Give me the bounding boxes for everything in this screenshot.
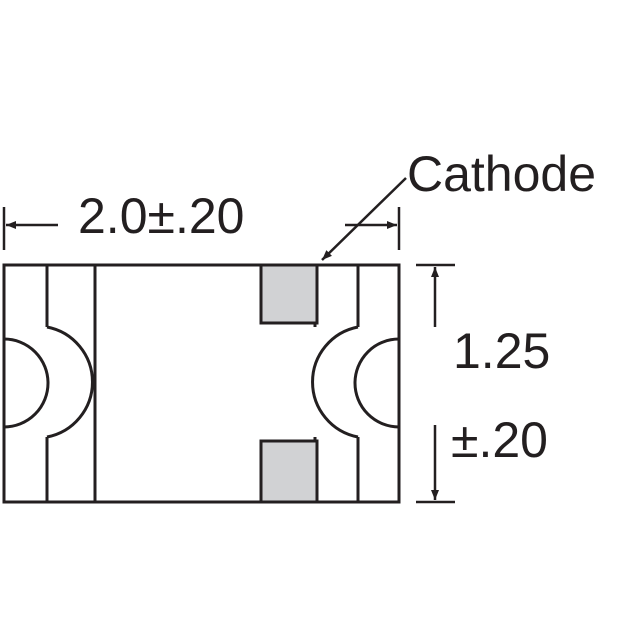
width-dimension-label: 2.0±.20 bbox=[78, 188, 244, 244]
right-inner-castellation bbox=[311, 325, 359, 439]
cathode-leader-line bbox=[321, 177, 407, 261]
height-dimension-label: 1.25 bbox=[453, 323, 550, 379]
left-castellation bbox=[3, 337, 50, 429]
left-inner-castellation bbox=[46, 325, 94, 439]
package-body bbox=[2, 263, 401, 504]
cathode-pad-bottom bbox=[259, 439, 319, 504]
width-dimension bbox=[2, 207, 401, 250]
cathode-label: Cathode bbox=[407, 146, 596, 202]
package-outline bbox=[2, 263, 401, 504]
height-tolerance-label: ±.20 bbox=[451, 412, 548, 468]
right-castellation bbox=[353, 337, 400, 429]
height-dimension bbox=[416, 263, 455, 504]
cathode-pad-top bbox=[259, 263, 319, 325]
